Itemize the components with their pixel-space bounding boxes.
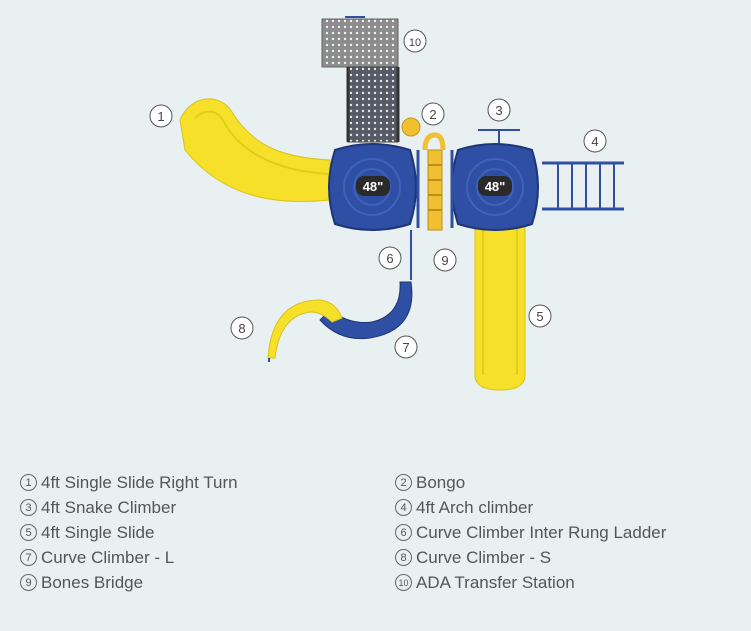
svg-text:9: 9: [441, 253, 448, 268]
legend-item: 2 Bongo: [395, 472, 740, 493]
legend-number: 8: [395, 549, 412, 566]
legend-text: Bones Bridge: [41, 572, 144, 592]
bones-bridge: [416, 149, 454, 231]
svg-text:7: 7: [402, 340, 409, 355]
callout-8: 8: [230, 316, 254, 340]
svg-text:2: 2: [429, 107, 436, 122]
legend-number: 2: [395, 474, 412, 491]
deck-right: 48": [451, 143, 539, 231]
legend-number: 4: [395, 499, 412, 516]
legend-number: 1: [20, 474, 37, 491]
legend-item: 7 Curve Climber - L: [20, 547, 395, 568]
svg-text:10: 10: [409, 37, 421, 49]
callout-7: 7: [394, 335, 418, 359]
callout-5: 5: [528, 304, 552, 328]
legend-item: 5 4ft Single Slide: [20, 522, 395, 543]
callout-2: 2: [421, 102, 445, 126]
legend-text: 4ft Single Slide Right Turn: [41, 472, 238, 492]
legend-item: 9 Bones Bridge: [20, 572, 395, 593]
legend-item: 3 4ft Snake Climber: [20, 497, 395, 518]
legend-number: 9: [20, 574, 37, 591]
legend-text: Curve Climber - S: [416, 547, 552, 567]
callout-9: 9: [433, 248, 457, 272]
legend: 1 4ft Single Slide Right Turn 2 Bongo 3 …: [20, 472, 740, 593]
legend-item: 6 Curve Climber Inter Rung Ladder: [395, 522, 740, 543]
slide-right-turn: [179, 98, 331, 202]
legend-text: 4ft Single Slide: [41, 522, 155, 542]
legend-number: 6: [395, 524, 412, 541]
legend-number: 10: [395, 574, 412, 591]
svg-text:5: 5: [536, 309, 543, 324]
legend-item: 8 Curve Climber - S: [395, 547, 740, 568]
deck-left: 48": [328, 143, 417, 231]
ada-transfer-station: [321, 16, 400, 143]
svg-text:4: 4: [591, 134, 598, 149]
curve-climber-l: [319, 281, 413, 340]
callout-10: 10: [403, 29, 427, 53]
svg-text:1: 1: [157, 109, 164, 124]
legend-text: 4ft Arch climber: [416, 497, 534, 517]
deck-left-label: 48": [363, 179, 384, 194]
legend-text: Curve Climber - L: [41, 547, 175, 567]
snake-climber: [478, 129, 520, 145]
playground-diagram: 48" 48" 1 2: [149, 16, 624, 391]
legend-number: 3: [20, 499, 37, 516]
callout-4: 4: [583, 129, 607, 153]
arch-climber: [542, 161, 624, 211]
legend-text: ADA Transfer Station: [416, 572, 575, 592]
callout-3: 3: [487, 98, 511, 122]
svg-text:3: 3: [495, 103, 502, 118]
legend-text: 4ft Snake Climber: [41, 497, 177, 517]
bongo: [401, 117, 446, 151]
legend-text: Bongo: [416, 472, 466, 492]
svg-text:8: 8: [238, 321, 245, 336]
legend-number: 5: [20, 524, 37, 541]
callout-6: 6: [378, 246, 402, 270]
legend-text: Curve Climber Inter Rung Ladder: [416, 522, 667, 542]
callout-1: 1: [149, 104, 173, 128]
svg-text:6: 6: [386, 251, 393, 266]
curve-climber-s: [267, 299, 343, 362]
deck-right-label: 48": [485, 179, 506, 194]
legend-item: 4 4ft Arch climber: [395, 497, 740, 518]
legend-item: 10 ADA Transfer Station: [395, 572, 740, 593]
single-slide: [474, 219, 526, 391]
legend-number: 7: [20, 549, 37, 566]
legend-item: 1 4ft Single Slide Right Turn: [20, 472, 395, 493]
